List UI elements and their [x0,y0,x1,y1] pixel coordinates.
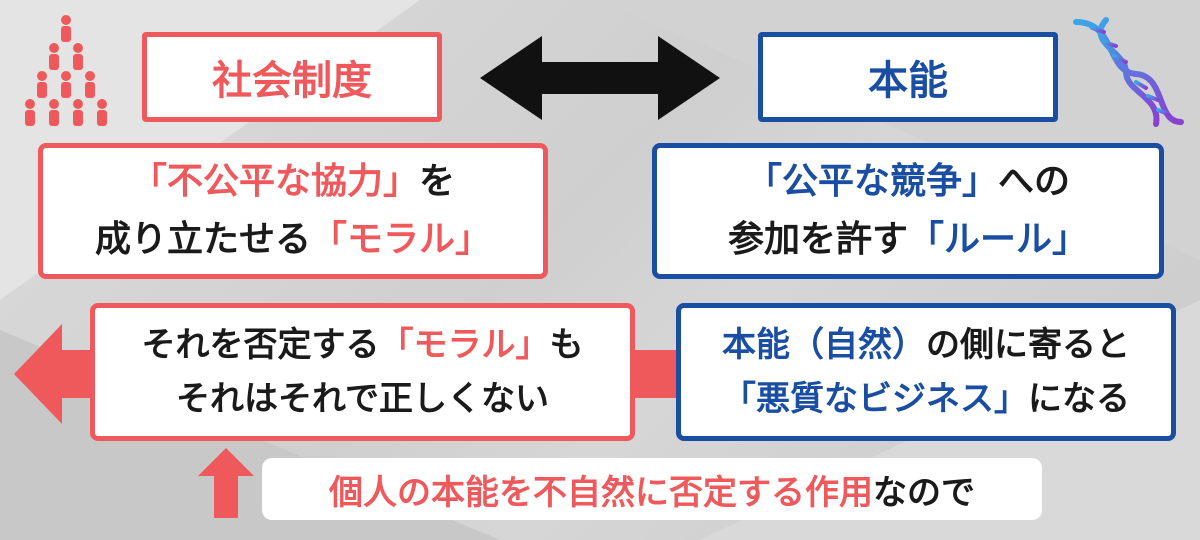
unfair-cooperation-text: 「不公平な協力」 [130,161,419,202]
left-arrow-icon [14,324,98,424]
rule-line1-rest: への [998,161,1071,202]
bottom-black-text: なので [873,472,975,513]
moral-line1-rest: を [419,161,456,202]
bottom-red-text: 個人の本能を不自然に否定する作用 [329,472,873,513]
rule-quote: 「ルール」 [908,219,1089,260]
bad-business-box: 本能（自然）の側に寄ると 「悪質なビジネス」になる [676,303,1176,441]
instinct-box: 本能 [758,32,1058,122]
bad-business-quote: 「悪質なビジネス」 [722,379,1028,419]
double-arrow-icon [480,36,720,120]
bad-business-line2-rest: になる [1028,379,1130,419]
bad-business-line1-rest: の側に寄ると [926,325,1130,365]
up-arrow-icon [198,448,254,518]
rule-line2-start: 参加を許す [727,219,908,260]
instinct-nature-text: 本能（自然） [722,325,926,365]
moral-line2-start: 成り立たせる [94,219,311,260]
dna-icon [1073,17,1184,127]
social-system-box: 社会制度 [142,32,442,122]
instinct-title: 本能 [868,58,948,104]
bottom-statement: 個人の本能を不自然に否定する作用なので [262,458,1042,520]
deny-moral-line1-start: それを否定する [141,325,380,365]
connector-bar [630,350,682,398]
social-system-title: 社会制度 [212,58,372,104]
moral-box: 「不公平な協力」を 成り立たせる「モラル」 [38,143,548,279]
deny-moral-line2: それはそれで正しくない [176,379,549,419]
deny-moral-box: それを否定する「モラル」も それはそれで正しくない [90,303,635,441]
people-pyramid-icon [25,15,107,126]
deny-moral-quote: 「モラル」 [379,325,550,365]
rule-box: 「公平な競争」への 参加を許す「ルール」 [652,143,1164,279]
fair-competition-text: 「公平な競争」 [745,161,998,202]
moral-quote: 「モラル」 [311,219,492,260]
deny-moral-line1-end: も [549,325,584,365]
